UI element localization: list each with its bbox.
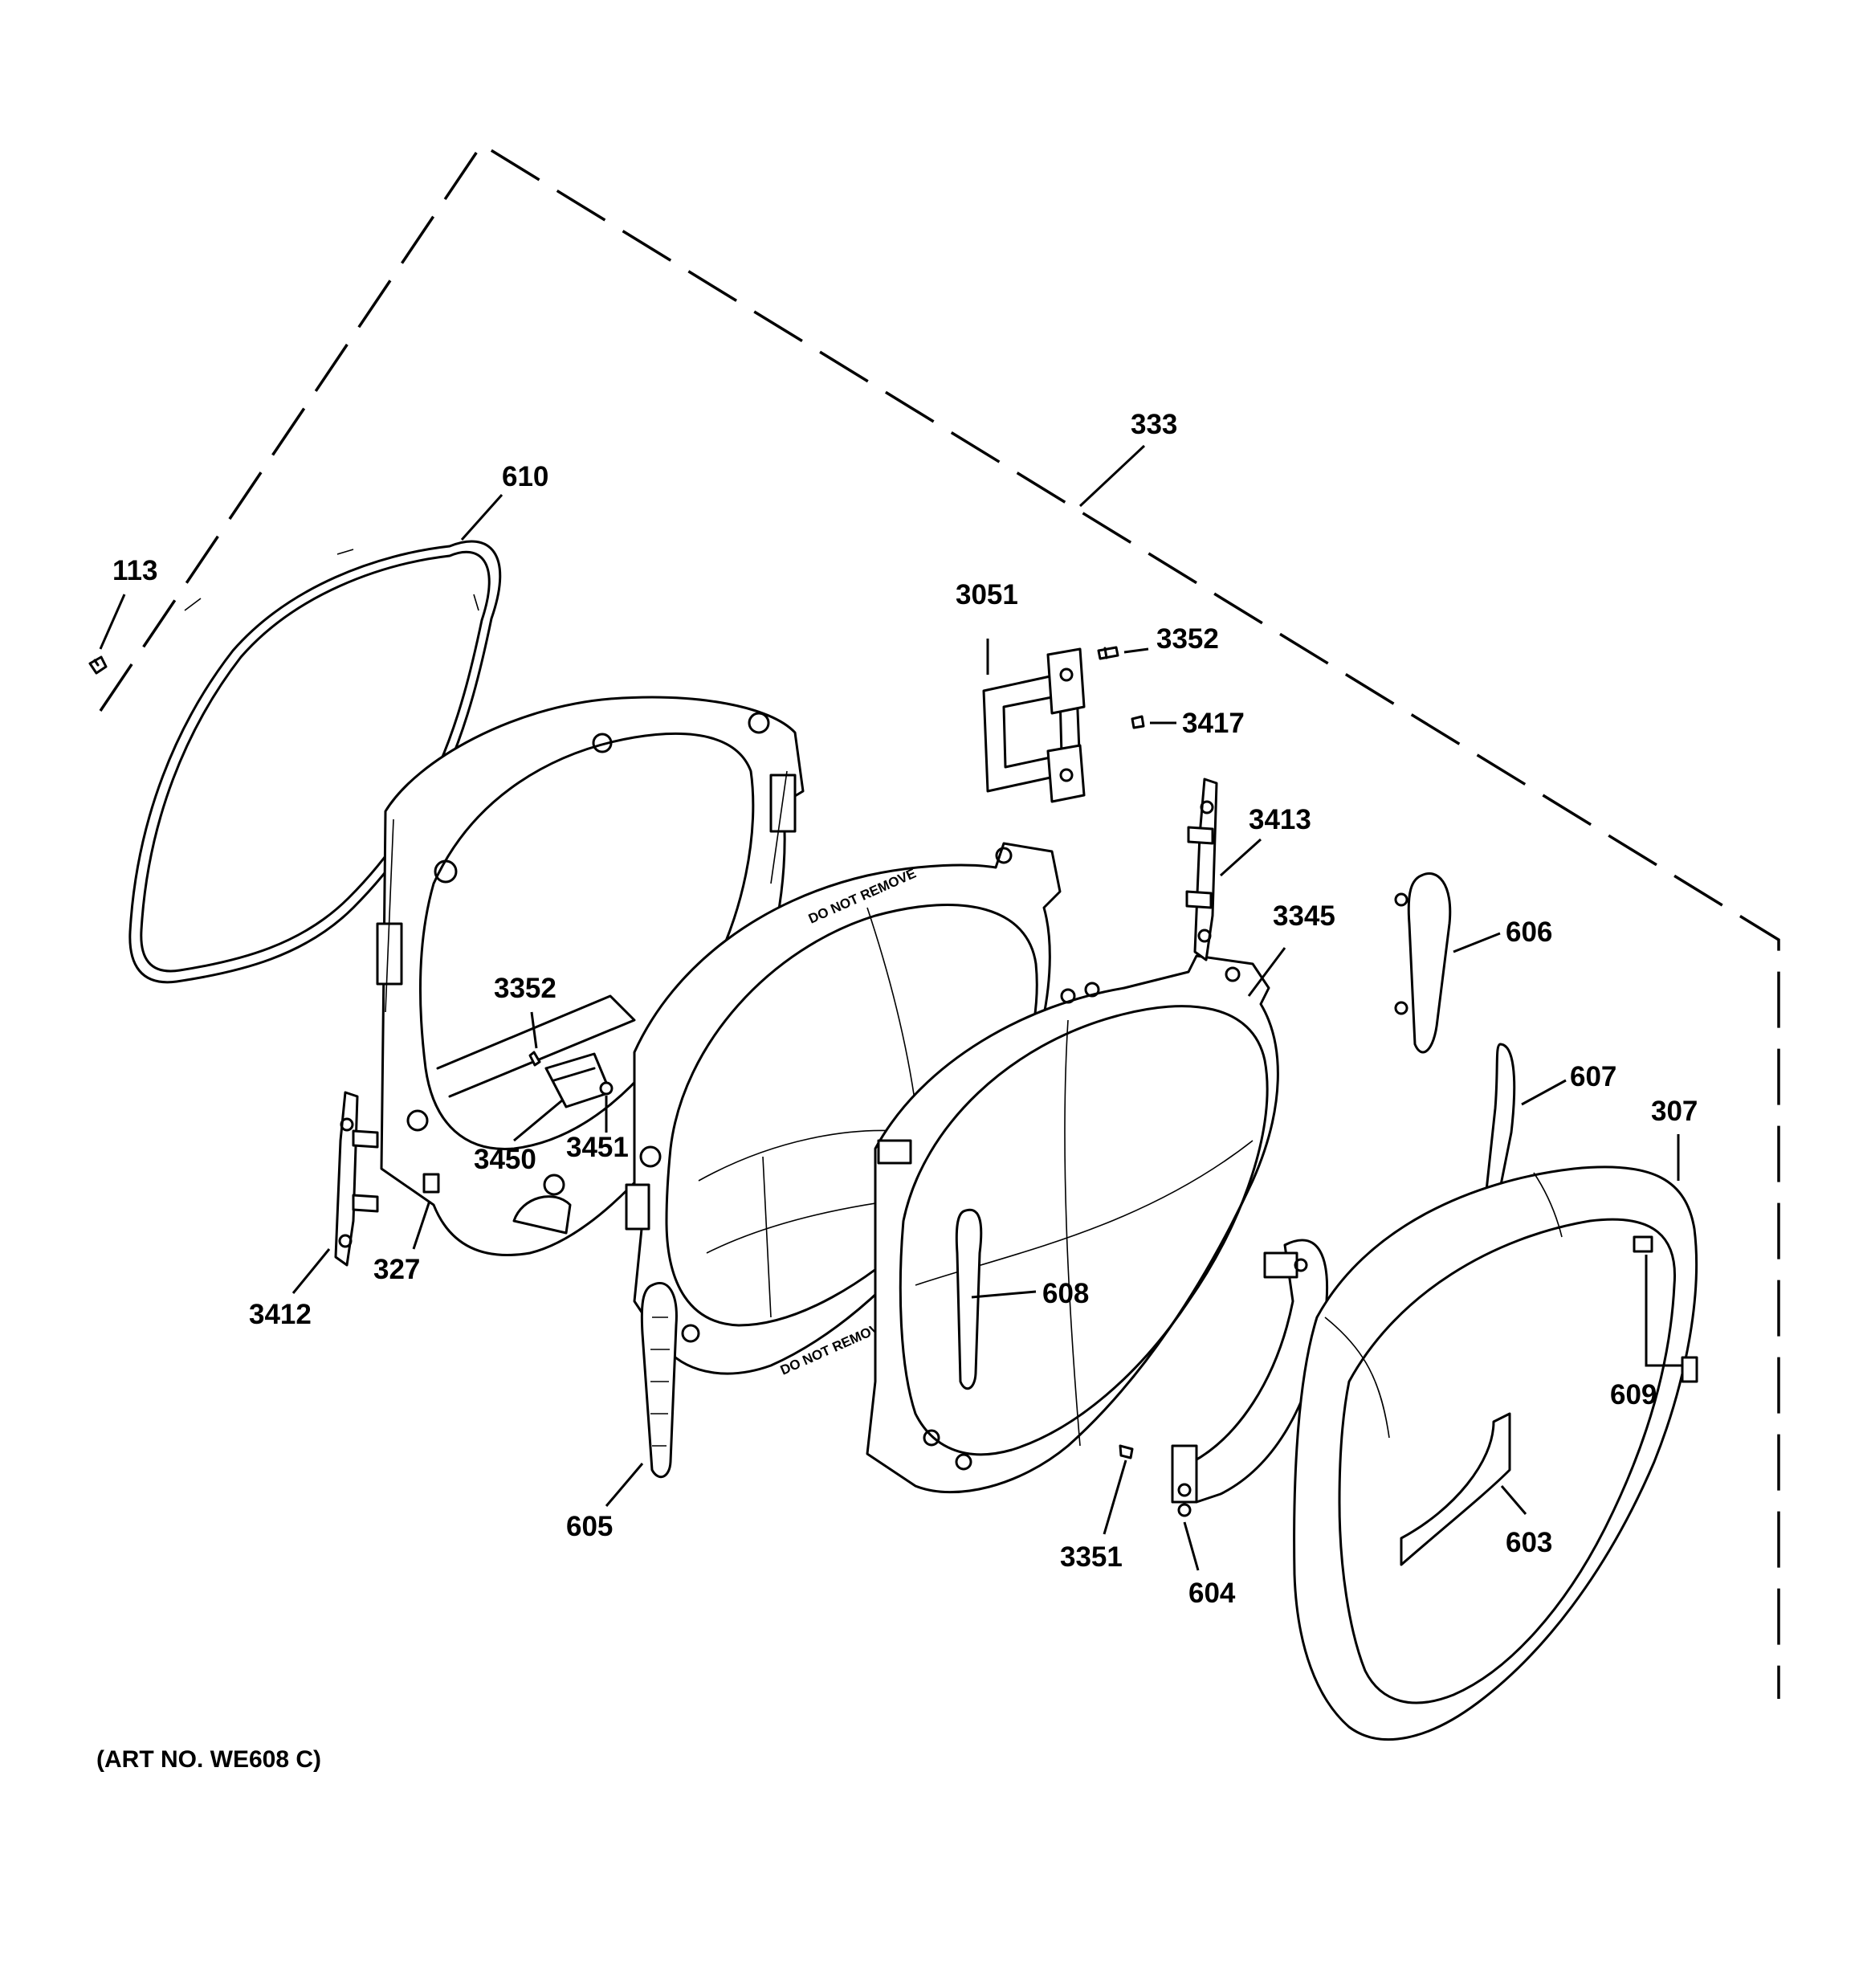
leader-604 bbox=[1183, 1521, 1200, 1571]
leader-607 bbox=[1521, 1079, 1567, 1106]
leader-603 bbox=[1500, 1485, 1527, 1515]
callout-609: 609 bbox=[1610, 1379, 1657, 1410]
handle-606 bbox=[1394, 872, 1452, 1054]
callout-333: 333 bbox=[1131, 409, 1177, 440]
callout-603: 603 bbox=[1506, 1527, 1552, 1558]
leader-113 bbox=[99, 594, 126, 650]
callout-3412: 3412 bbox=[249, 1299, 312, 1330]
door-gasket-610 bbox=[128, 540, 502, 984]
vent-strip-608 bbox=[955, 1208, 983, 1390]
callout-608: 608 bbox=[1042, 1278, 1089, 1309]
leader-608 bbox=[971, 1290, 1037, 1299]
callout-3345: 3345 bbox=[1273, 900, 1335, 932]
callout-327: 327 bbox=[373, 1254, 420, 1285]
screw-3451 bbox=[599, 1081, 614, 1096]
leader-333 bbox=[1078, 444, 1146, 508]
leader-3352-upper bbox=[1123, 647, 1149, 654]
leader-3352-lower bbox=[530, 1011, 538, 1049]
callout-607: 607 bbox=[1570, 1061, 1616, 1092]
leader-610 bbox=[460, 494, 503, 541]
hinge-3051 bbox=[982, 647, 1086, 803]
hinge-plate-3412 bbox=[334, 1091, 379, 1267]
handle-cover-605 bbox=[640, 1282, 678, 1479]
screw-3351 bbox=[1119, 1444, 1134, 1459]
callout-307: 307 bbox=[1651, 1096, 1698, 1127]
screw-3352-upper bbox=[1097, 646, 1119, 660]
callout-3352-upper: 3352 bbox=[1156, 623, 1219, 655]
art-number: (ART NO. WE608 C) bbox=[96, 1746, 321, 1773]
callout-3450: 3450 bbox=[474, 1144, 536, 1175]
leader-3351 bbox=[1103, 1459, 1127, 1535]
callout-3417: 3417 bbox=[1182, 708, 1245, 739]
screw-3417 bbox=[1131, 715, 1145, 729]
callout-3051: 3051 bbox=[956, 579, 1018, 610]
latch-assembly-604 bbox=[1171, 1239, 1329, 1517]
leader-609 bbox=[1645, 1255, 1682, 1367]
callout-3451: 3451 bbox=[566, 1132, 629, 1163]
callout-3413: 3413 bbox=[1249, 804, 1311, 835]
screw-3352-lower bbox=[528, 1051, 541, 1067]
callout-605: 605 bbox=[566, 1511, 613, 1542]
clip-327 bbox=[422, 1173, 440, 1194]
assembly-boundary-333 bbox=[99, 142, 1780, 1699]
outer-door-307 bbox=[1293, 1165, 1698, 1741]
leader-327 bbox=[412, 1200, 431, 1250]
screw-113 bbox=[88, 655, 108, 675]
leader-3345 bbox=[1247, 947, 1286, 997]
callout-113: 113 bbox=[112, 555, 157, 586]
leader-3450 bbox=[513, 1099, 563, 1142]
callout-3351: 3351 bbox=[1060, 1541, 1123, 1573]
leader-606 bbox=[1453, 932, 1501, 953]
callout-3352-lower: 3352 bbox=[494, 973, 556, 1004]
callout-604: 604 bbox=[1188, 1578, 1236, 1609]
callout-610: 610 bbox=[502, 461, 548, 492]
callout-606: 606 bbox=[1506, 916, 1552, 948]
leader-3413 bbox=[1219, 838, 1262, 877]
leader-605 bbox=[605, 1463, 644, 1507]
leader-3412 bbox=[291, 1248, 331, 1294]
door-inner-frame bbox=[376, 696, 805, 1256]
hinge-plate-3413 bbox=[1185, 778, 1218, 961]
